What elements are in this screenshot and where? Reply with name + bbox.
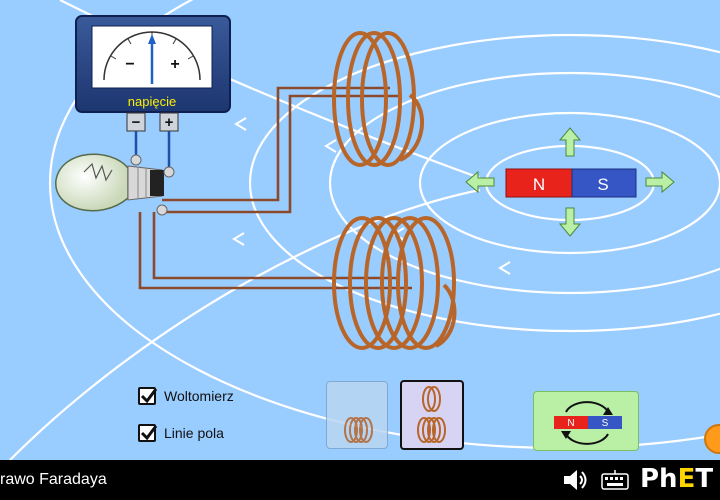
voltmeter-checkbox-row[interactable]: Woltomierz [138, 387, 234, 405]
field-lines-checkbox-row[interactable]: Linie pola [138, 424, 224, 442]
minus-terminal-label: − [132, 114, 141, 131]
arrow-right-icon[interactable] [645, 170, 675, 194]
field-arrow [392, 227, 405, 241]
sound-icon[interactable] [562, 468, 590, 492]
bulb-filament [83, 162, 113, 182]
voltmeter-checkbox-label: Woltomierz [164, 388, 234, 404]
field-arrow [324, 139, 337, 153]
dial-plus-label: + [170, 56, 179, 73]
field-lines-checkbox-label: Linie pola [164, 425, 224, 441]
bottom-coil [332, 216, 457, 350]
field-arrow [234, 117, 247, 131]
simulation-stage: − + napięcie − + N S [0, 0, 720, 460]
flip-north-label: N [567, 418, 574, 429]
double-coil-icon [417, 386, 446, 443]
scene-svg: − + napięcie − + N S [9, 0, 720, 460]
flip-magnet-button[interactable]: N S [533, 391, 639, 451]
keyboard-icon[interactable] [601, 468, 629, 492]
bar-magnet[interactable]: N S [505, 168, 637, 198]
arrow-up-icon[interactable] [558, 127, 582, 157]
field-line [418, 111, 720, 255]
field-line [328, 71, 720, 295]
navigation-bar: rawo Faradaya PhET [0, 460, 720, 500]
bulb-contact-bottom [156, 204, 168, 216]
dial-minus-label: − [125, 56, 134, 73]
field-lines-checkbox[interactable] [138, 424, 158, 442]
single-coil-icon [344, 417, 373, 443]
checkmark-icon [140, 388, 158, 404]
flip-south-label: S [602, 418, 609, 429]
checkmark-icon [140, 425, 158, 441]
plus-terminal-label: + [165, 114, 174, 131]
two-coils-button[interactable] [400, 380, 464, 450]
one-coil-button[interactable] [326, 381, 388, 449]
wire [162, 94, 400, 214]
bulb-contact-side [163, 166, 175, 178]
field-arrows [232, 117, 511, 275]
magnet-north-label: N [533, 175, 545, 194]
field-arrow [498, 261, 511, 275]
magnet-south-label: S [597, 175, 608, 194]
bulb-base [150, 170, 164, 196]
top-coil [332, 31, 425, 167]
magnet-south-pole[interactable] [571, 168, 637, 198]
voltmeter: − + napięcie − + [75, 15, 231, 172]
field-line [248, 33, 720, 333]
light-bulb [55, 153, 175, 216]
sim-title: rawo Faradaya [0, 471, 107, 488]
phet-logo[interactable]: PhET [640, 464, 714, 494]
arrow-down-icon[interactable] [558, 207, 582, 237]
magnet-north-pole[interactable] [505, 168, 573, 198]
wire [138, 212, 412, 290]
field-arrow [232, 232, 245, 246]
bulb-glass [55, 153, 129, 212]
bulb-contact-top [130, 154, 142, 166]
flip-magnet-icon: N S [554, 401, 622, 445]
wire [152, 212, 400, 280]
needle-tip [148, 34, 156, 44]
circuit-wires [138, 86, 412, 290]
arrow-left-icon[interactable] [465, 170, 495, 194]
magnet-drag-arrows[interactable] [465, 127, 675, 237]
voltmeter-label: napięcie [128, 94, 176, 109]
voltmeter-checkbox[interactable] [138, 387, 158, 405]
